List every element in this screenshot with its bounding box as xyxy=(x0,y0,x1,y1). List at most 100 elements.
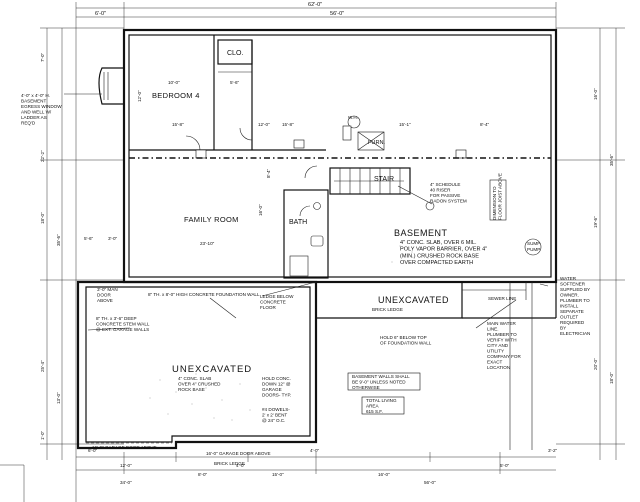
dim-bed-w: 10'-0" xyxy=(168,80,180,85)
dim-gar-1: 5'-6" xyxy=(84,236,94,241)
room-label-water-heater: W.H. xyxy=(348,115,358,120)
note-line: (MIN.) CRUSHED ROCK BASE xyxy=(400,253,479,259)
dim-mid-5: 8'-4" xyxy=(480,122,490,127)
note-line: 4" SCHEDULE xyxy=(430,182,460,187)
note-line: MAIN WATER xyxy=(487,321,517,326)
note-line: POLY VAPOR BARRIER, OVER 4" xyxy=(400,247,487,253)
note-line: 8" TH. x 3'-6" DEEP xyxy=(96,316,137,321)
note-line: AND WELL W/ xyxy=(21,110,52,115)
dim-gar-2: 3'-0" xyxy=(108,236,118,241)
note-line: OWNER. xyxy=(560,293,579,298)
dim-bot-2: 8'-0" xyxy=(198,472,208,477)
note-line: 40 RISER xyxy=(430,188,451,193)
note-line: LINE. xyxy=(487,327,499,332)
note-line: #4 DOWELS- xyxy=(262,407,290,412)
slab-stipple xyxy=(149,235,479,421)
note-foundation-wall: 8" TH. x 8'-0" HIGH CONCRETE FOUNDATION … xyxy=(148,292,260,297)
note-line: COMPANY FOR xyxy=(487,354,521,359)
note-line: EXACT xyxy=(487,360,503,365)
note-line: HOLD 6" BELOW TOP xyxy=(380,335,427,340)
note-line: SUPPLIED BY xyxy=(560,287,590,292)
dim-bot-3: 4'-0" xyxy=(236,463,246,468)
note-line: 4" CONC. SLAB, OVER 6 MIL. xyxy=(400,240,477,246)
dim-left-c: 35'-6" xyxy=(56,234,61,246)
note-line: 615 S.F. xyxy=(366,409,383,414)
dimension-lines xyxy=(0,2,625,502)
note-dimension-to-joist: DIMENSION TOFLOOR JOIST ABOVE xyxy=(492,173,503,220)
note-line: CONCRETE STEM WALL xyxy=(96,322,150,327)
note-line: UTILITY xyxy=(487,349,504,354)
note-garage-door-above-bottom: 16'-0" GARAGE DOOR ABOVE xyxy=(206,451,271,456)
dim-gar-right: 3'-2" xyxy=(548,448,558,453)
note-line: DOOR xyxy=(97,293,111,298)
note-line: WATER xyxy=(560,276,577,281)
dim-right-b: 35'-6" xyxy=(609,154,614,166)
note-line: HOLD CONC. xyxy=(262,376,291,381)
dim-mid-4: 15'-1" xyxy=(399,122,411,127)
note-line: ABOVE xyxy=(97,298,113,303)
dim-bot-6: 5'-0" xyxy=(500,463,510,468)
note-garage-door-above: 16'-0" GARAGE DOOR ABOVE xyxy=(92,445,157,450)
note-line: ELECTRICIAN xyxy=(560,331,590,336)
leader-lines xyxy=(64,93,549,331)
note-brick-ledge-bottom: BRICK LEDGE xyxy=(214,461,245,466)
dim-bed-h: 12'-0" xyxy=(137,90,142,102)
note-line: LADDER AS xyxy=(21,115,47,120)
note-line: BY xyxy=(560,326,566,331)
note-dowels: #4 DOWELS-2' x 2' BENT@ 24" O.C. xyxy=(262,407,290,423)
sump-line-1: SUMP xyxy=(527,241,540,246)
dim-mid-2: 12'-0" xyxy=(258,122,270,127)
dim-fam-w: 23'-10" xyxy=(200,241,215,246)
note-line: OF FOUNDATION WALL xyxy=(380,341,432,346)
dim-bot-4: 15'-0" xyxy=(272,472,284,477)
note-line: RADON SYSTEM xyxy=(430,199,467,204)
note-line: CITY AND xyxy=(487,343,509,348)
note-line: LOCATION xyxy=(487,365,510,370)
note-line: EGRESS WINDOW xyxy=(21,104,62,109)
stair-treads xyxy=(334,168,404,194)
room-label-unexcavated-garage: UNEXCAVATED xyxy=(172,364,252,375)
dim-right-d: 20'-0" xyxy=(593,358,598,370)
note-line: DIMENSION TO xyxy=(492,186,497,220)
dim-right-e: 18'-0" xyxy=(609,372,614,384)
note-line: DOORS- TYP. xyxy=(262,393,291,398)
room-label-unexcavated-right: UNEXCAVATED xyxy=(378,295,449,305)
note-line: DOWN 12" @ xyxy=(262,382,291,387)
dim-left-g: 25'-4" xyxy=(40,360,45,372)
note-line: INSTALL xyxy=(560,304,579,309)
room-label-furnace: FURN. xyxy=(368,140,386,146)
dim-bath-h: 8'-4" xyxy=(266,168,271,178)
room-label-family-room: FAMILY ROOM xyxy=(184,215,239,224)
dim-bot-5: 16'-0" xyxy=(378,472,390,477)
dim-overall-top: 62'-0" xyxy=(308,2,322,8)
note-line: PLUMBER TO xyxy=(560,298,590,303)
dim-bottom-total: 34'-0" xyxy=(120,480,132,485)
note-sewer-line: SEWER LINE xyxy=(488,296,516,301)
dim-bot-1: 12'-0" xyxy=(120,463,132,468)
note-line: BASEMENT xyxy=(21,99,46,104)
dim-fam-h: 16'-0" xyxy=(258,204,263,216)
note-line: CONCRETE xyxy=(260,300,286,305)
dim-gar-mid: 4'-0" xyxy=(310,448,320,453)
note-line: 2' x 2' BENT xyxy=(262,413,287,418)
room-label-sump-pump: SUMP PUMP xyxy=(527,241,541,252)
dim-left-a: 7'-0" xyxy=(40,52,45,62)
dim-top-left: 6'-0" xyxy=(95,11,106,17)
note-line: @ EXT. GARAGE WALLS xyxy=(96,327,149,332)
note-line: LEDGE BELOW xyxy=(260,294,294,299)
note-line: AREA xyxy=(366,404,379,409)
dim-right-c: 19'-6" xyxy=(593,216,598,228)
note-line: OUTLET xyxy=(560,315,578,320)
dim-left-b: 22'-2" xyxy=(40,150,45,162)
